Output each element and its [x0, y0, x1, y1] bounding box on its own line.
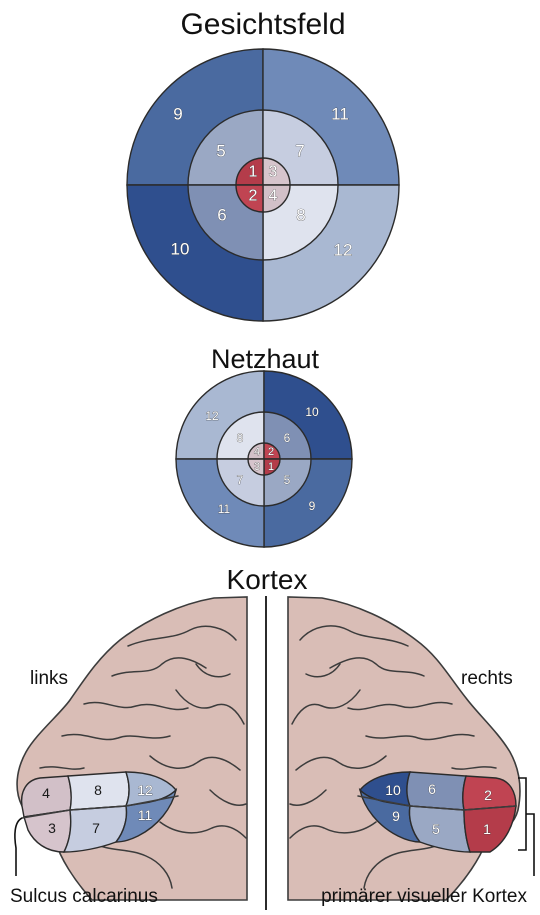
vf-label-12: 12 — [334, 241, 353, 260]
label-primary-visual-cortex: primärer visueller Kortex — [321, 886, 527, 907]
left-hemisphere: 4 3 8 7 12 11 — [17, 597, 247, 900]
vf-label-5: 5 — [216, 142, 225, 161]
ret-label-11: 11 — [218, 502, 231, 516]
ret-label-6: 6 — [284, 431, 291, 445]
title-retina: Netzhaut — [211, 344, 320, 374]
vf-label-8: 8 — [296, 206, 305, 225]
rh-label-1: 1 — [483, 821, 491, 837]
lh-label-12: 12 — [137, 782, 153, 798]
vf-label-3: 3 — [269, 164, 278, 181]
sulcus-leader-line — [15, 818, 22, 876]
ret-label-3: 3 — [254, 461, 260, 473]
rh-label-2: 2 — [484, 787, 492, 803]
ret-label-12: 12 — [205, 409, 219, 423]
right-hemisphere: 10 9 6 5 2 1 — [288, 597, 520, 900]
ret-label-2: 2 — [268, 446, 274, 458]
label-right: rechts — [461, 668, 513, 689]
vf-label-7: 7 — [295, 142, 304, 161]
ret-label-7: 7 — [237, 473, 244, 487]
rh-label-6: 6 — [428, 781, 436, 797]
retina-map: 12 10 11 9 8 6 7 5 4 2 3 1 — [176, 371, 352, 547]
rh-segment-6 — [407, 772, 466, 810]
label-left: links — [30, 668, 68, 689]
title-visual-field: Gesichtsfeld — [180, 8, 345, 41]
lh-label-11: 11 — [138, 807, 153, 823]
ret-label-10: 10 — [305, 405, 319, 419]
rh-label-10: 10 — [385, 782, 401, 798]
lh-label-3: 3 — [48, 820, 56, 836]
vf-label-10: 10 — [171, 240, 190, 259]
right-brain-outline — [288, 597, 520, 900]
lh-label-8: 8 — [94, 782, 102, 798]
rh-label-9: 9 — [392, 808, 400, 824]
ret-label-9: 9 — [309, 499, 316, 513]
left-brain-outline — [17, 597, 247, 900]
vf-label-9: 9 — [173, 105, 182, 124]
visual-field-map: 9 11 10 12 5 7 6 8 1 3 2 4 — [127, 49, 399, 321]
title-cortex: Kortex — [227, 564, 308, 595]
ret-label-8: 8 — [237, 431, 244, 445]
ret-label-5: 5 — [284, 473, 291, 487]
ret-label-1: 1 — [268, 461, 274, 473]
label-sulcus-calcarinus: Sulcus calcarinus — [10, 886, 158, 907]
v1-leader-line — [526, 814, 534, 876]
vf-label-6: 6 — [217, 206, 226, 225]
lh-label-7: 7 — [92, 820, 100, 836]
vf-label-2: 2 — [249, 188, 258, 205]
lh-label-4: 4 — [42, 785, 50, 801]
ret-label-4: 4 — [254, 446, 260, 458]
vf-label-1: 1 — [249, 164, 258, 181]
vf-label-4: 4 — [269, 188, 278, 205]
rh-label-5: 5 — [432, 821, 440, 837]
vf-label-11: 11 — [331, 105, 349, 124]
